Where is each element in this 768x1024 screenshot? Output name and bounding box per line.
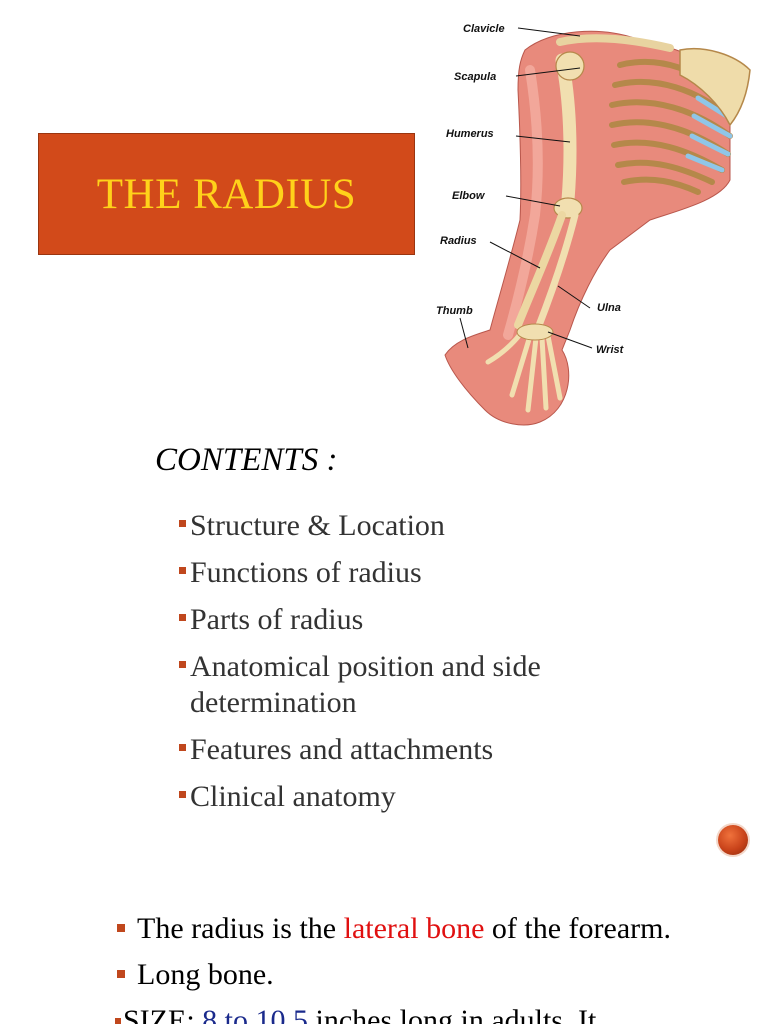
- contents-item: Anatomical position and side determinati…: [177, 649, 647, 721]
- label-clavicle: Clavicle: [463, 23, 505, 35]
- slide-title: THE RADIUS: [96, 170, 357, 218]
- title-box: THE RADIUS: [38, 133, 415, 255]
- label-leader-lines: [459, 27, 593, 349]
- contents-item: Structure & Location: [177, 508, 647, 544]
- label-radius: Radius: [440, 235, 477, 247]
- contents-item-label: Structure & Location: [190, 509, 445, 542]
- label-thumb: Thumb: [436, 305, 473, 317]
- square-bullet-icon: [117, 970, 125, 978]
- scapula-bone: [679, 48, 751, 127]
- radius-bone: [514, 211, 566, 329]
- contents-item-label: Anatomical position and side determinati…: [190, 650, 541, 719]
- carpal-bones: [516, 323, 554, 341]
- label-scapula: Scapula: [454, 71, 496, 83]
- label-humerus: Humerus: [446, 128, 494, 140]
- ulna-bone: [534, 211, 579, 332]
- square-bullet-icon: [179, 661, 186, 668]
- fact-text-after: of the forearm.: [484, 912, 671, 945]
- square-bullet-icon: [179, 614, 186, 621]
- contents-item-label: Features and attachments: [190, 733, 494, 766]
- humerus-head: [555, 51, 585, 81]
- square-bullet-icon: [179, 520, 186, 527]
- arm-skeleton-diagram: Clavicle Scapula Humerus Elbow Radius Th…: [436, 23, 751, 426]
- facts-list: The radius is the lateral bone of the fo…: [115, 910, 765, 1024]
- contents-item: Parts of radius: [177, 602, 647, 638]
- contents-item-label: Parts of radius: [190, 603, 364, 636]
- rib-cage: [609, 59, 733, 195]
- square-bullet-icon: [179, 791, 186, 798]
- label-elbow: Elbow: [452, 190, 486, 202]
- contents-item: Features and attachments: [177, 732, 647, 768]
- label-ulna: Ulna: [597, 302, 621, 314]
- decorative-circle-icon: [718, 825, 748, 855]
- arm-muscle-highlight: [503, 65, 543, 340]
- fact-item: SIZE: 8 to 10.5 inches long in adults. I…: [115, 1002, 765, 1024]
- fact-size-value: 8 to 10.5: [202, 1004, 309, 1024]
- clavicle-bone: [556, 34, 674, 52]
- fact-size-after: inches long in adults. It: [308, 1004, 597, 1024]
- square-bullet-icon: [115, 1018, 121, 1024]
- contents-item-label: Functions of radius: [190, 556, 422, 589]
- fact-highlight-lateral-bone: lateral bone: [343, 912, 485, 945]
- square-bullet-icon: [179, 744, 186, 751]
- square-bullet-icon: [117, 924, 125, 932]
- fact-item: The radius is the lateral bone of the fo…: [115, 910, 765, 948]
- contents-item: Functions of radius: [177, 555, 647, 591]
- label-wrist: Wrist: [596, 344, 625, 356]
- fact-size-label: SIZE:: [123, 1004, 203, 1024]
- contents-heading: CONTENTS :: [155, 442, 338, 478]
- fact-text-before: The radius is the: [137, 912, 344, 945]
- fact-long-bone: Long bone.: [137, 958, 274, 991]
- contents-item: Clinical anatomy: [177, 779, 647, 815]
- square-bullet-icon: [179, 567, 186, 574]
- contents-list: Structure & Location Functions of radius…: [177, 508, 647, 826]
- contents-item-label: Clinical anatomy: [190, 780, 396, 813]
- fact-item: Long bone.: [115, 956, 765, 994]
